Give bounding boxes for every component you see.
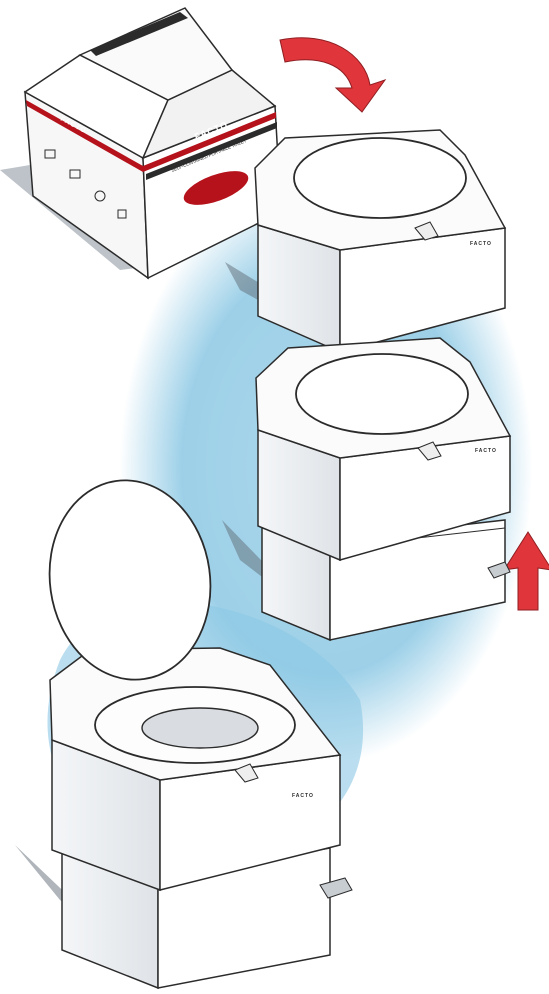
toilet-open-brand: FACTO [292, 793, 314, 799]
toilet-extended-brand: FACTO [475, 448, 497, 454]
curved-arrow-icon [280, 38, 385, 112]
toilet-extended [222, 338, 510, 640]
toilet-closed [225, 130, 505, 352]
toilet-closed-brand: FACTO [470, 241, 492, 247]
